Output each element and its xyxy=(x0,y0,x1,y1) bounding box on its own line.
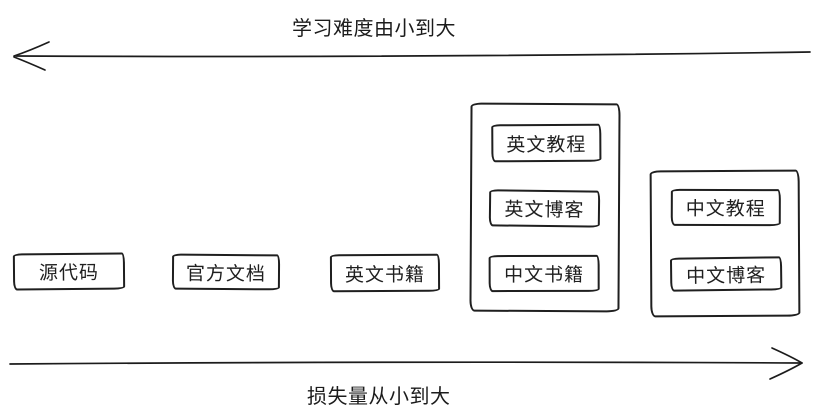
box-english-tutorial: 英文教程 xyxy=(491,123,602,163)
box-english-books-label: 英文书籍 xyxy=(344,264,426,286)
box-english-books: 英文书籍 xyxy=(329,253,441,293)
box-chinese-books: 中文书籍 xyxy=(488,254,600,293)
box-chinese-books-label: 中文书籍 xyxy=(504,264,585,287)
box-source-code: 源代码 xyxy=(12,252,126,291)
box-chinese-blog: 中文博客 xyxy=(669,256,783,292)
top-axis-label: 学习难度由小到大 xyxy=(292,18,456,40)
box-english-blog: 英文博客 xyxy=(488,189,601,228)
box-chinese-tutorial-label: 中文教程 xyxy=(685,198,766,221)
arrow-left-icon xyxy=(13,41,811,71)
box-official-docs-label: 官方文档 xyxy=(185,263,267,285)
group-chinese-resources: 中文教程 中文博客 xyxy=(649,169,801,318)
box-english-blog-label: 英文博客 xyxy=(504,199,585,222)
box-english-tutorial-label: 英文教程 xyxy=(506,134,587,156)
box-chinese-blog-label: 中文博客 xyxy=(686,265,767,287)
box-source-code-label: 源代码 xyxy=(38,262,100,285)
arrow-right-icon xyxy=(9,347,803,380)
box-chinese-tutorial: 中文教程 xyxy=(670,188,781,227)
box-official-docs: 官方文档 xyxy=(171,253,281,291)
bottom-axis-label: 损失量从小到大 xyxy=(307,386,451,408)
group-english-resources: 英文教程 英文博客 中文书籍 xyxy=(469,102,621,313)
